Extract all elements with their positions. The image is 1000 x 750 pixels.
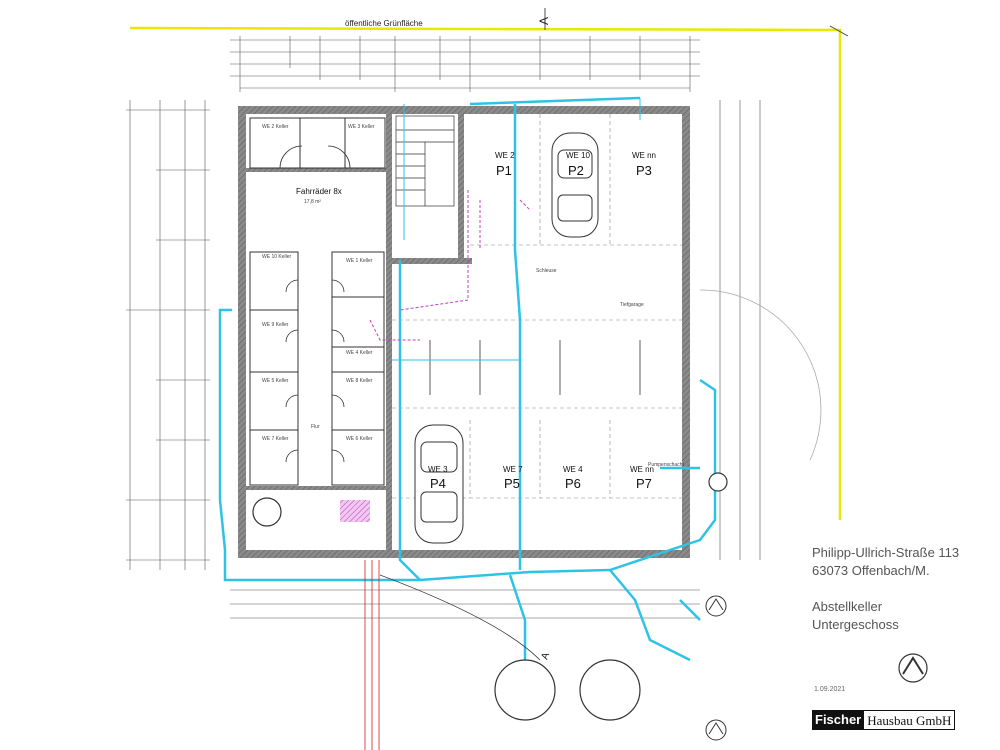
cellar-partitions: [249, 117, 386, 486]
parking-number: P4: [430, 476, 446, 491]
dimension-lines-bottom: [230, 589, 700, 619]
car-bottom: [414, 424, 464, 544]
parking-number: P6: [565, 476, 581, 491]
flur-label: Flur: [311, 424, 320, 430]
plan-date: 1.09.2021: [814, 686, 846, 693]
parking-we: WE 7: [503, 465, 523, 474]
company-logo: Fischer Hausbau GmbH: [812, 710, 956, 730]
property-boundary: [129, 26, 842, 520]
tiefgarage-label: Tiefgarage: [620, 302, 644, 308]
logo-part-2: Hausbau GmbH: [864, 710, 956, 730]
entrance-lines: [364, 560, 380, 750]
logo-part-1: Fischer: [812, 710, 865, 730]
outer-walls: [238, 106, 690, 558]
north-arrow-bottom-icon: [705, 719, 727, 741]
dimension-ticks-top: [239, 36, 691, 92]
cellar-label: WE 2 Keller: [262, 124, 289, 130]
cellar-label: WE 3 Keller: [348, 124, 375, 130]
parking-number: P3: [636, 163, 652, 178]
parking-we: WE nn: [630, 465, 654, 474]
room-bike-area: 17,8 m²: [304, 199, 321, 205]
pipes-thin: [392, 98, 641, 361]
cellar-label: WE 7 Keller: [262, 436, 289, 442]
cellar-label: WE 10 Keller: [262, 254, 292, 260]
plan-title-2: Untergeschoss: [812, 617, 899, 632]
tanks: [252, 472, 728, 721]
magenta-lines: [369, 190, 531, 341]
north-arrow-small-icon: [705, 595, 727, 617]
parking-we: WE 10: [566, 151, 591, 160]
address-line-2: 63073 Offenbach/M.: [812, 563, 930, 578]
car-top: [551, 132, 599, 238]
cellar-label: WE 8 Keller: [346, 378, 373, 384]
parking-we: WE 3: [428, 465, 448, 474]
drain-line: [379, 574, 541, 661]
cellar-label: WE 4 Keller: [346, 350, 373, 356]
dimension-ticks-left: [126, 109, 210, 561]
parking-we: WE 2: [495, 151, 515, 160]
pumpe-label: Pumpenschacht: [648, 462, 684, 468]
parking-number: P2: [568, 163, 584, 178]
plan-title-1: Abstellkeller: [812, 599, 883, 614]
door-swings: [279, 145, 351, 463]
north-arrow-icon: [898, 653, 928, 683]
street-label: öffentliche Grünfläche: [345, 19, 423, 28]
arc-sweep: [699, 289, 822, 461]
cellar-label: WE 9 Keller: [262, 322, 289, 328]
info-panel: Philipp-Ullrich-Straße 113 63073 Offenba…: [812, 544, 1000, 750]
section-marker-top: A: [537, 17, 551, 25]
drain-pipes: [218, 96, 717, 670]
room-bike-label: Fahrräder 8x: [296, 187, 342, 196]
magenta-hatch: [340, 500, 370, 522]
inner-walls: [246, 114, 472, 550]
section-marker-bottom: A: [540, 651, 553, 661]
cellar-label: WE 1 Keller: [346, 258, 373, 264]
garage-arrows: [429, 340, 641, 395]
staircase: [395, 115, 455, 207]
cellar-label: WE 6 Keller: [346, 436, 373, 442]
parking-we: WE nn: [632, 151, 656, 160]
dimension-lines-right: [719, 100, 761, 560]
parking-number: P5: [504, 476, 520, 491]
garage-grid: [392, 114, 682, 499]
cellar-label: WE 5 Keller: [262, 378, 289, 384]
parking-number: P1: [496, 163, 512, 178]
parking-number: P7: [636, 476, 652, 491]
schleuse-label: Schleuse: [536, 268, 557, 274]
parking-we: WE 4: [563, 465, 583, 474]
address-line-1: Philipp-Ullrich-Straße 113: [812, 545, 960, 560]
dimension-lines-top: [230, 39, 700, 89]
dimension-lines-left: [129, 100, 206, 570]
